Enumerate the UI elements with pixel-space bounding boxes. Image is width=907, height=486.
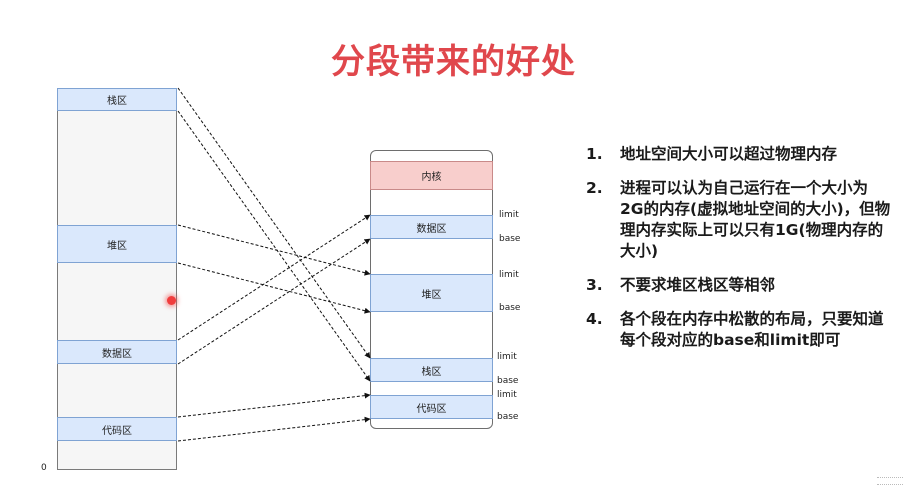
benefit-number: 2. — [586, 179, 603, 197]
data-base-label: base — [499, 234, 521, 244]
benefit-text: 各个段在内存中松散的布局，只要知道每个段对应的base和limit即可 — [620, 310, 884, 349]
benefit-text: 地址空间大小可以超过物理内存 — [620, 145, 838, 163]
corner-decoration — [877, 477, 903, 485]
virtual-code-segment: 代码区 — [57, 417, 177, 441]
virtual-heap-segment: 堆区 — [57, 225, 177, 263]
benefit-item: 1. 地址空间大小可以超过物理内存 — [586, 144, 891, 165]
benefit-item: 4. 各个段在内存中松散的布局，只要知道每个段对应的base和limit即可 — [586, 309, 891, 351]
code-bottom-arrow — [177, 416, 371, 442]
heap-top-arrow — [177, 224, 371, 276]
address-zero-label: 0 — [41, 463, 47, 473]
code-base-label: base — [497, 412, 519, 422]
data-top-arrow — [177, 214, 371, 341]
virtual-data-segment: 数据区 — [57, 340, 177, 364]
benefit-item: 3. 不要求堆区栈区等相邻 — [586, 275, 891, 296]
physical-kernel-segment: 内核 — [370, 161, 493, 190]
code-top-arrow — [177, 392, 371, 418]
virtual-address-space — [57, 88, 177, 470]
physical-data-segment: 数据区 — [370, 215, 493, 239]
stack-limit-label: limit — [497, 352, 517, 362]
data-limit-label: limit — [499, 210, 519, 220]
stack-base-label: base — [497, 376, 519, 386]
physical-code-segment: 代码区 — [370, 395, 493, 419]
benefits-list: 1. 地址空间大小可以超过物理内存 2. 进程可以认为自己运行在一个大小为2G的… — [586, 144, 891, 364]
data-bottom-arrow — [177, 238, 371, 365]
code-limit-label: limit — [497, 390, 517, 400]
heap-base-label: base — [499, 303, 521, 313]
benefit-number: 4. — [586, 310, 603, 328]
benefit-number: 1. — [586, 145, 603, 163]
benefit-text: 进程可以认为自己运行在一个大小为2G的内存(虚拟地址空间的大小)，但物理内存实际… — [620, 179, 891, 260]
stack-bottom-arrow — [177, 110, 371, 382]
laser-pointer-dot — [167, 296, 176, 305]
benefit-item: 2. 进程可以认为自己运行在一个大小为2G的内存(虚拟地址空间的大小)，但物理内… — [586, 178, 891, 262]
page-title: 分段带来的好处 — [331, 42, 576, 82]
benefit-text: 不要求堆区栈区等相邻 — [620, 276, 776, 294]
physical-heap-segment: 堆区 — [370, 274, 493, 312]
heap-limit-label: limit — [499, 270, 519, 280]
benefit-number: 3. — [586, 276, 603, 294]
virtual-stack-segment: 栈区 — [57, 88, 177, 111]
heap-bottom-arrow — [177, 262, 371, 314]
stack-top-arrow — [177, 87, 371, 359]
physical-stack-segment: 栈区 — [370, 358, 493, 382]
